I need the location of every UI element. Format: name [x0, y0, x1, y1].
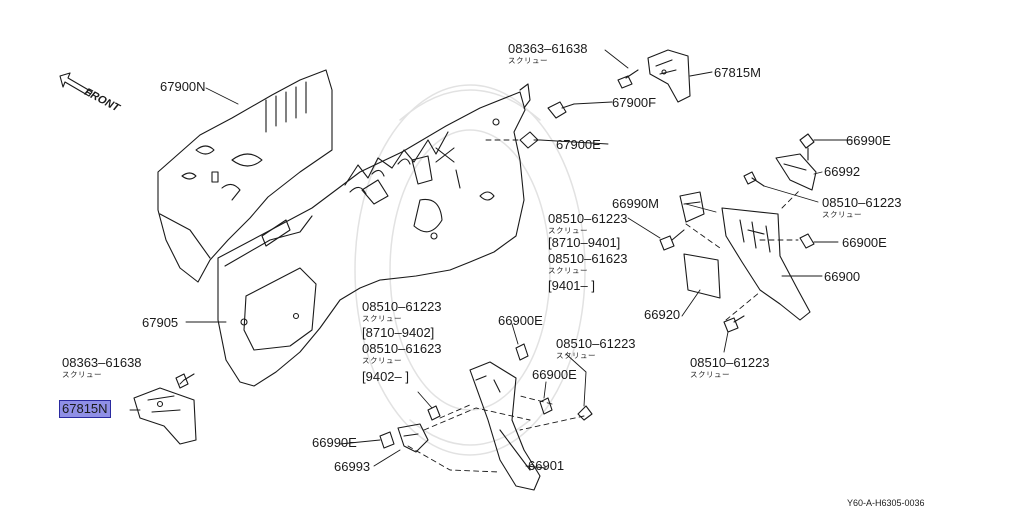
- screw-caption: スクリュー: [822, 210, 862, 219]
- screw-08510-center-icon: [428, 406, 440, 420]
- part-label-66993[interactable]: 66993: [334, 459, 371, 474]
- part-label-08510-right[interactable]: 08510–61223: [822, 195, 902, 210]
- bracket-66993: [398, 424, 428, 452]
- clip-67900e-icon: [520, 132, 540, 148]
- screw-08510-bottom-right-icon: [724, 316, 744, 332]
- bracket-67815m: [648, 50, 690, 102]
- clip-66990e-right-icon: [800, 134, 814, 160]
- screw-caption: スクリュー: [62, 370, 102, 379]
- clip-66900e-right-icon: [800, 234, 814, 248]
- assembly-dashed-lines: [408, 140, 800, 472]
- part-label-08363-top[interactable]: 08363–61638: [508, 41, 588, 56]
- part-label-67905[interactable]: 67905: [142, 315, 179, 330]
- screw-08510-right-icon: [744, 172, 764, 186]
- screw-08510-center-right-icon: [578, 406, 592, 420]
- screw-caption: スクリュー: [690, 370, 730, 379]
- part-label-08510-center-right[interactable]: 08510–61223: [556, 336, 636, 351]
- part-label-67900f[interactable]: 67900F: [612, 95, 657, 110]
- part-label-08363-left[interactable]: 08363–61638: [62, 355, 142, 370]
- screw-caption: スクリュー: [362, 356, 402, 365]
- screw-caption: スクリュー: [548, 266, 588, 275]
- diagram-code: Y60-A-H6305-0036: [847, 498, 925, 508]
- screw-08363-left-icon: [176, 374, 194, 388]
- screw-caption: スクリュー: [508, 56, 548, 65]
- date-range-9401: [9401– ]: [548, 278, 595, 293]
- part-label-67900e[interactable]: 67900E: [556, 137, 601, 152]
- part-label-66901[interactable]: 66901: [528, 458, 565, 473]
- part-label-66920[interactable]: 66920: [644, 307, 681, 322]
- leader-lines: [130, 50, 852, 468]
- part-label-08510-center-b[interactable]: 08510–61623: [362, 341, 442, 356]
- part-label-08510-center-a[interactable]: 08510–61223: [362, 299, 442, 314]
- part-label-66900e-lower[interactable]: 66900E: [532, 367, 577, 382]
- clip-66990e-left-icon: [380, 432, 394, 448]
- part-label-08510-mid-b[interactable]: 08510–61623: [548, 251, 628, 266]
- date-range-9402: [9402– ]: [362, 369, 409, 384]
- pad-66920: [684, 254, 720, 298]
- part-label-66900e-center[interactable]: 66900E: [498, 313, 543, 328]
- bracket-67815n: [134, 388, 196, 444]
- screw-caption: スクリュー: [548, 226, 588, 235]
- insulator-67905: [218, 84, 530, 386]
- date-range-8710-9402: [8710–9402]: [362, 325, 435, 340]
- part-label-08510-mid-a[interactable]: 08510–61223: [548, 211, 628, 226]
- screw-caption: スクリュー: [556, 351, 596, 360]
- insulator-67900n: [158, 70, 332, 282]
- part-label-66992[interactable]: 66992: [824, 164, 861, 179]
- part-label-66900[interactable]: 66900: [824, 269, 861, 284]
- clip-66990m: [680, 192, 704, 222]
- part-label-67815m[interactable]: 67815M: [714, 65, 761, 80]
- part-label-67815n-highlighted[interactable]: 67815N: [59, 400, 111, 418]
- part-label-67900n[interactable]: 67900N: [160, 79, 206, 94]
- panel-66901: [470, 362, 540, 490]
- front-arrow-icon: [60, 73, 92, 96]
- part-label-08510-bottom-right[interactable]: 08510–61223: [690, 355, 770, 370]
- screw-08363-top-icon: [618, 70, 638, 88]
- bracket-66992: [776, 154, 816, 190]
- screw-08510-mid-icon: [660, 230, 684, 250]
- clip-66900e-center-icon: [516, 344, 528, 360]
- clip-67900f-icon: [548, 102, 574, 118]
- part-label-66900e-right[interactable]: 66900E: [842, 235, 887, 250]
- part-label-66990m[interactable]: 66990M: [612, 196, 659, 211]
- part-label-66990e-left[interactable]: 66990E: [312, 435, 357, 450]
- clip-66900e-lower-icon: [540, 398, 552, 414]
- part-label-66990e-right[interactable]: 66990E: [846, 133, 891, 148]
- screw-caption: スクリュー: [362, 314, 402, 323]
- cover-66900: [722, 208, 810, 320]
- date-range-8710-9401: [8710–9401]: [548, 235, 621, 250]
